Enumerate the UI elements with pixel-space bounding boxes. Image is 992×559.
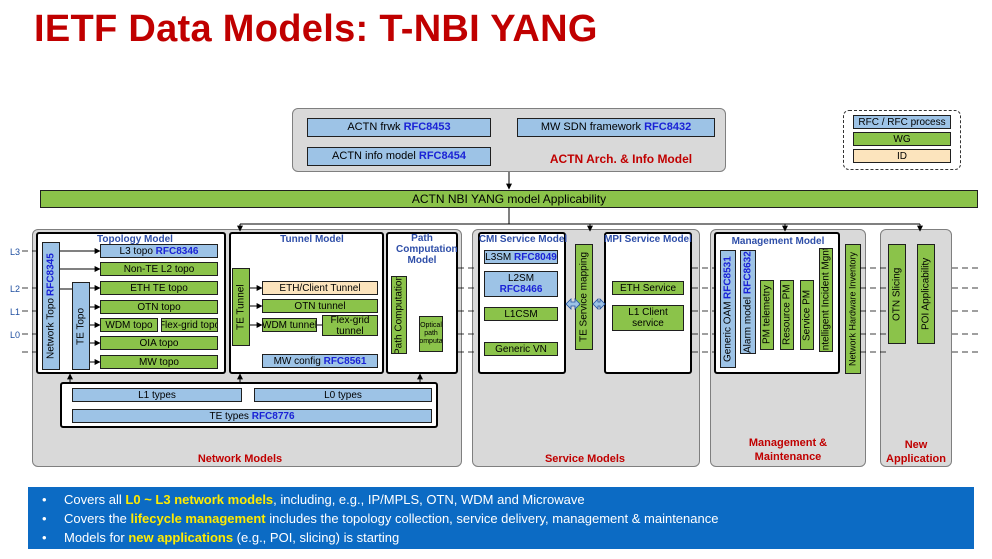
banner-1-highlight: L0 ~ L3 network models bbox=[125, 492, 274, 507]
arch-info-label: ACTN Arch. & Info Model bbox=[549, 152, 693, 166]
l1-client-service-label: L1 Client service bbox=[628, 307, 668, 329]
optical-path-box: Optical path computati bbox=[419, 316, 443, 352]
new-application-label: New Application bbox=[886, 439, 946, 465]
summary-banner: • Covers all L0 ~ L3 network models, incl… bbox=[28, 487, 974, 549]
flexgrid-tunnel-box: Flex-grid tunnel bbox=[322, 315, 378, 336]
legend-rfc: RFC / RFC process bbox=[853, 115, 951, 129]
mw-sdn-box: MW SDN framework RFC8432 bbox=[517, 118, 715, 137]
bullet-icon: • bbox=[42, 511, 47, 526]
legend: RFC / RFC process WG ID bbox=[843, 110, 961, 170]
management-model-title: Management Model bbox=[731, 236, 825, 247]
actn-info-box: ACTN info model RFC8454 bbox=[307, 147, 491, 166]
optical-path-label: Optical path computati bbox=[419, 322, 443, 345]
flexgrid-tunnel-label: Flex-grid tunnel bbox=[330, 315, 370, 336]
cmi-service-model-title: CMI Service Model bbox=[478, 234, 568, 245]
banner-1-post: , including, e.g., IP/MPLS, OTN, WDM and… bbox=[273, 492, 585, 507]
mpi-service-model-title: MPI Service Model bbox=[604, 234, 692, 245]
page-title: IETF Data Models: T-NBI YANG bbox=[34, 8, 598, 50]
l0-types-box: L0 types bbox=[254, 388, 432, 402]
actn-frwk-label: ACTN frwk bbox=[347, 121, 401, 133]
actn-frwk-rfc: RFC8453 bbox=[403, 121, 451, 133]
legend-id: ID bbox=[853, 149, 951, 163]
management-label: Management & Maintenance bbox=[748, 437, 828, 463]
path-computation-model-title: Path Computation Model bbox=[396, 233, 458, 266]
service-models-label: Service Models bbox=[544, 453, 626, 465]
bullet-icon: • bbox=[42, 492, 47, 507]
l3sm-label: L3SM bbox=[485, 251, 512, 263]
actn-frwk-box: ACTN frwk RFC8453 bbox=[307, 118, 491, 137]
te-types-box: TE types RFC8776 bbox=[72, 409, 432, 423]
bullet-icon: • bbox=[42, 530, 47, 545]
mpi-service-model-box bbox=[604, 232, 692, 374]
layer-label-l3: L3 bbox=[10, 247, 21, 257]
layer-label-l2: L2 bbox=[10, 284, 21, 294]
banner-3-pre: Models for bbox=[64, 530, 129, 545]
eth-service-box: ETH Service bbox=[612, 281, 684, 295]
actn-info-rfc: RFC8454 bbox=[418, 150, 466, 162]
nonte-l2-topo-box: Non-TE L2 topo bbox=[100, 262, 218, 276]
banner-2-post: includes the topology collection, servic… bbox=[265, 511, 719, 526]
l3-topo-box: L3 topo RFC8346 bbox=[100, 244, 218, 258]
l1-types-box: L1 types bbox=[72, 388, 242, 402]
arch-info-panel: ACTN frwk RFC8453 MW SDN framework RFC84… bbox=[292, 108, 726, 172]
topology-model-title: Topology Model bbox=[97, 234, 173, 245]
banner-line-2: • Covers the lifecycle management include… bbox=[42, 509, 974, 528]
service-mapping-arrows bbox=[565, 298, 606, 310]
mw-sdn-label: MW SDN framework bbox=[540, 121, 642, 133]
te-types-rfc: RFC8776 bbox=[251, 410, 295, 422]
layer-label-l1: L1 bbox=[10, 307, 21, 317]
l3sm-rfc: RFC8049 bbox=[514, 251, 557, 263]
mw-config-label: MW config bbox=[273, 355, 321, 367]
otn-tunnel-box: OTN tunnel bbox=[262, 299, 378, 313]
l3-topo-label: L3 topo bbox=[119, 245, 153, 257]
legend-wg: WG bbox=[853, 132, 951, 146]
l1csm-box: L1CSM bbox=[484, 307, 558, 321]
banner-2-pre: Covers the bbox=[64, 511, 131, 526]
flexgrid-topo-box: Flex-grid topo bbox=[161, 318, 218, 332]
tunnel-model-title: Tunnel Model bbox=[280, 234, 344, 245]
layer-label-l0: L0 bbox=[10, 330, 21, 340]
network-models-label: Network Models bbox=[197, 453, 283, 465]
l1-client-service-box: L1 Client service bbox=[612, 305, 684, 331]
te-types-label: TE types bbox=[209, 410, 249, 422]
banner-1-pre: Covers all bbox=[64, 492, 126, 507]
banner-line-3: • Models for new applications (e.g., POI,… bbox=[42, 528, 974, 547]
l3-topo-rfc: RFC8346 bbox=[155, 245, 199, 257]
generic-vn-box: Generic VN bbox=[484, 342, 558, 356]
actn-info-label: ACTN info model bbox=[332, 150, 416, 162]
l2sm-rfc: RFC8466 bbox=[499, 284, 543, 295]
banner-3-highlight: new applications bbox=[128, 530, 234, 545]
mw-config-rfc: RFC8561 bbox=[323, 355, 367, 367]
l2sm-label: L2SM bbox=[507, 273, 535, 284]
mw-topo-box: MW topo bbox=[100, 355, 218, 369]
mw-config-box: MW config RFC8561 bbox=[262, 354, 378, 368]
banner-3-post: (e.g., POI, slicing) is starting bbox=[233, 530, 400, 545]
mw-sdn-rfc: RFC8432 bbox=[644, 121, 692, 133]
banner-line-1: • Covers all L0 ~ L3 network models, incl… bbox=[42, 490, 974, 509]
banner-2-highlight: lifecycle management bbox=[130, 511, 266, 526]
oia-topo-box: OIA topo bbox=[100, 336, 218, 350]
l2sm-box: L2SM RFC8466 bbox=[484, 271, 558, 297]
l3sm-box: L3SM RFC8049 bbox=[484, 250, 558, 264]
applicability-bar: ACTN NBI YANG model Applicability bbox=[40, 190, 978, 208]
